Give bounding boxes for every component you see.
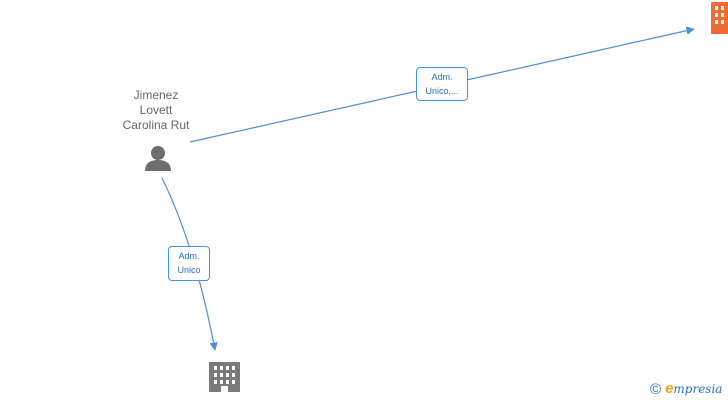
edge-label-line: Adm. (178, 251, 200, 261)
edge-label-line: Unico,... (425, 86, 459, 96)
person-name[interactable]: Jimenez Lovett Carolina Rut (106, 88, 206, 133)
person-name-line: Jimenez (133, 88, 179, 102)
person-name-line: Lovett (139, 103, 173, 117)
edge-label-top[interactable]: Adm. Unico,... (416, 67, 468, 101)
person-icon[interactable] (145, 146, 171, 171)
edge-label-bottom[interactable]: Adm. Unico (168, 246, 210, 281)
edge-label-line: Adm. (431, 72, 453, 82)
company-building-icon-top[interactable] (711, 2, 728, 34)
brand-logo-text: mpresia (673, 382, 723, 396)
copyright-icon: © (650, 381, 662, 398)
brand-watermark: ©empresia (650, 380, 722, 398)
company-building-icon-bottom[interactable] (209, 362, 240, 392)
brand-logo-e: e (665, 380, 674, 397)
edge-label-line: Unico (177, 265, 201, 275)
person-name-line: Carolina Rut (122, 118, 190, 132)
